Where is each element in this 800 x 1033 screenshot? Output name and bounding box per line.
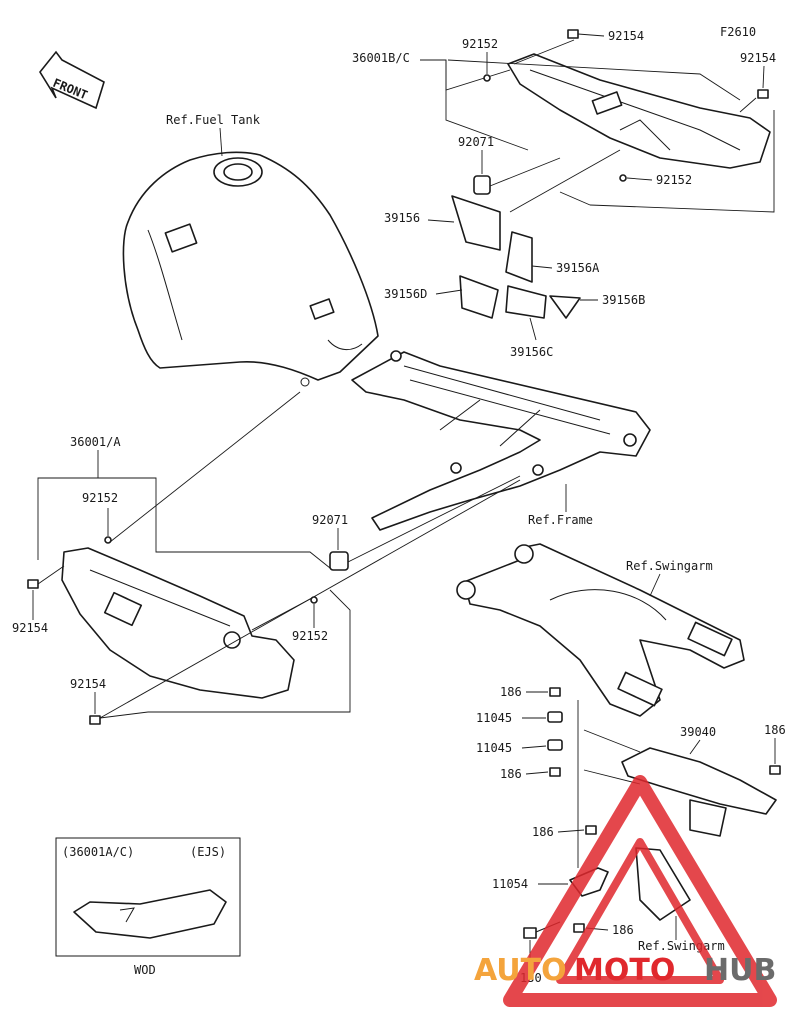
label-39156b: 39156B — [602, 293, 645, 307]
bolt-186-b — [549, 767, 561, 777]
label-36001b-c: 36001B/C — [352, 51, 410, 65]
bolt-92154-left-upper — [27, 579, 39, 589]
label-36001-a: 36001/A — [70, 435, 121, 449]
inset-title-left: (36001A/C) — [62, 845, 134, 859]
pad-39156c — [505, 285, 547, 319]
label-186-b: 186 — [500, 767, 522, 781]
inset-caption: WOD — [134, 963, 156, 977]
label-11054: 11054 — [492, 877, 528, 891]
label-39040: 39040 — [680, 725, 716, 739]
fuel-tank — [122, 151, 379, 387]
side-cover-right — [507, 53, 771, 169]
front-arrow-icon — [39, 50, 105, 110]
ref-fuel-tank: Ref.Fuel Tank — [166, 113, 261, 127]
damper-92071-mid — [329, 551, 349, 571]
bolt-186-d — [573, 923, 585, 933]
pad-39156a — [505, 231, 533, 283]
label-186-c: 186 — [532, 825, 554, 839]
label-92152-left: 92152 — [82, 491, 118, 505]
pad-39156 — [451, 195, 501, 251]
label-92071-mid: 92071 — [312, 513, 348, 527]
label-92154-left-lower: 92154 — [70, 677, 106, 691]
watermark-logo — [503, 775, 777, 1007]
watermark-moto: MOTO — [574, 953, 675, 988]
bolt-92154-top — [567, 29, 579, 39]
label-11045-b: 11045 — [476, 741, 512, 755]
label-92071-top: 92071 — [458, 135, 494, 149]
pad-39156d — [459, 275, 499, 319]
label-92154-right: 92154 — [740, 51, 776, 65]
label-186-a: 186 — [500, 685, 522, 699]
figure-code: F2610 — [720, 25, 756, 39]
chain-cover — [621, 747, 777, 837]
damper-92071-top — [473, 175, 491, 195]
label-92152-top: 92152 — [462, 37, 498, 51]
label-92154-top: 92154 — [608, 29, 644, 43]
label-39156: 39156 — [384, 211, 420, 225]
inset-title-right: (EJS) — [190, 845, 226, 859]
label-92152-right: 92152 — [656, 173, 692, 187]
label-92154-left-upper: 92154 — [12, 621, 48, 635]
side-cover-left — [61, 547, 295, 699]
bracket-11045-a — [547, 711, 563, 723]
pad-39156b — [549, 295, 581, 319]
frame — [351, 350, 651, 531]
watermark-hub: HUB — [704, 953, 776, 988]
ref-frame: Ref.Frame — [528, 513, 593, 527]
label-186-right: 186 — [764, 723, 786, 737]
bolt-186-right — [769, 765, 781, 775]
label-39156a: 39156A — [556, 261, 600, 275]
bolt-186-a — [549, 687, 561, 697]
swingarm — [456, 543, 745, 717]
ref-swingarm-top: Ref.Swingarm — [626, 559, 713, 573]
bolt-92154-left-lower — [89, 715, 101, 725]
label-39156c: 39156C — [510, 345, 553, 359]
ref-swingarm-bottom: Ref.Swingarm — [638, 939, 725, 953]
bolt-92154-right — [757, 89, 769, 99]
label-186-d: 186 — [612, 923, 634, 937]
label-39156d: 39156D — [384, 287, 427, 301]
bolt-186-c — [585, 825, 597, 835]
inset-box — [55, 837, 241, 957]
label-92152-mid: 92152 — [292, 629, 328, 643]
watermark-auto: AUTO — [474, 953, 567, 988]
bracket-11045-b — [547, 739, 563, 751]
label-11045-a: 11045 — [476, 711, 512, 725]
